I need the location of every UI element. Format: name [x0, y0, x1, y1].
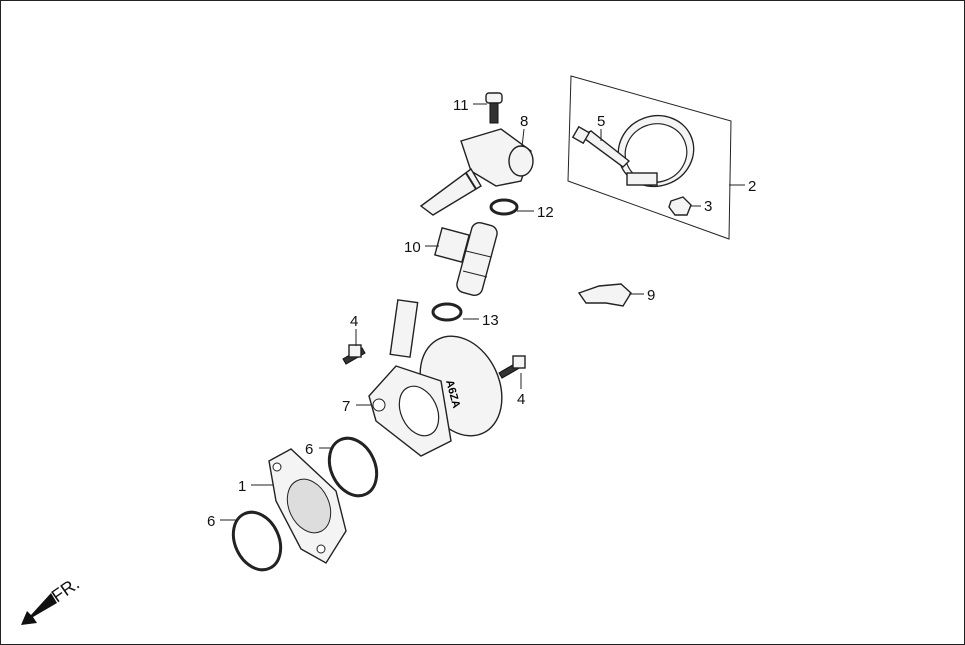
part-gasket-upper [327, 436, 379, 498]
front-arrow-icon [21, 593, 57, 625]
callout-7: 7 [342, 398, 350, 415]
callout-2: 2 [748, 178, 756, 195]
part-fuel-joint [419, 128, 534, 216]
part-o-ring-upper [489, 198, 519, 216]
callout-4-right: 4 [517, 391, 525, 408]
part-clamp-bolt [571, 125, 631, 168]
part-hose-clamp [617, 114, 695, 188]
part-injector-clip [577, 283, 632, 307]
callout-6-lower: 6 [207, 513, 215, 530]
callout-13: 13 [482, 312, 499, 329]
part-gasket-lower [231, 510, 283, 572]
callout-12: 12 [537, 204, 554, 221]
callout-8: 8 [520, 113, 528, 130]
callout-3: 3 [704, 198, 712, 215]
callout-6-upper: 6 [305, 441, 313, 458]
clamp-group-box [567, 75, 732, 240]
callout-9: 9 [647, 287, 655, 304]
callout-1: 1 [238, 478, 246, 495]
part-injector [433, 221, 498, 297]
part-screw [485, 92, 503, 124]
part-nut [668, 196, 692, 216]
callout-4-left: 4 [350, 313, 358, 330]
callout-10: 10 [404, 239, 421, 256]
part-insulator [268, 448, 347, 564]
part-bolt-right [498, 355, 526, 379]
part-bolt-left [342, 344, 366, 365]
part-o-ring-lower [431, 302, 463, 322]
callout-11: 11 [453, 97, 469, 114]
callout-5: 5 [597, 113, 605, 130]
part-throttle-body: A6ZA [368, 299, 503, 457]
leader-lines [220, 103, 745, 521]
